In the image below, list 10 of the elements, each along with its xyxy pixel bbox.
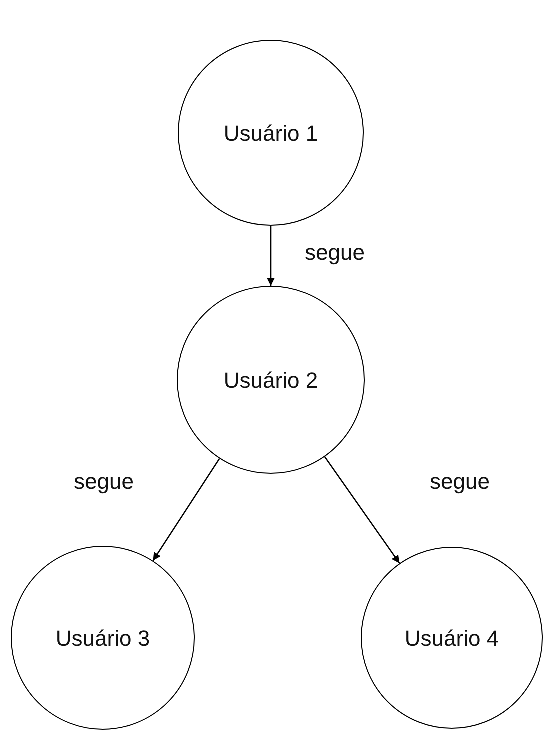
node-label: Usuário 3 <box>54 624 152 652</box>
node-label: Usuário 4 <box>404 624 500 652</box>
arrow <box>152 458 220 562</box>
edge-label: segue <box>305 240 365 266</box>
edge-label: segue <box>74 469 134 495</box>
node-label: Usuário 2 <box>222 366 320 394</box>
edge-label: segue <box>430 469 490 495</box>
node-label: Usuário 1 <box>222 120 320 148</box>
arrow <box>324 456 400 564</box>
arrow <box>267 226 275 286</box>
